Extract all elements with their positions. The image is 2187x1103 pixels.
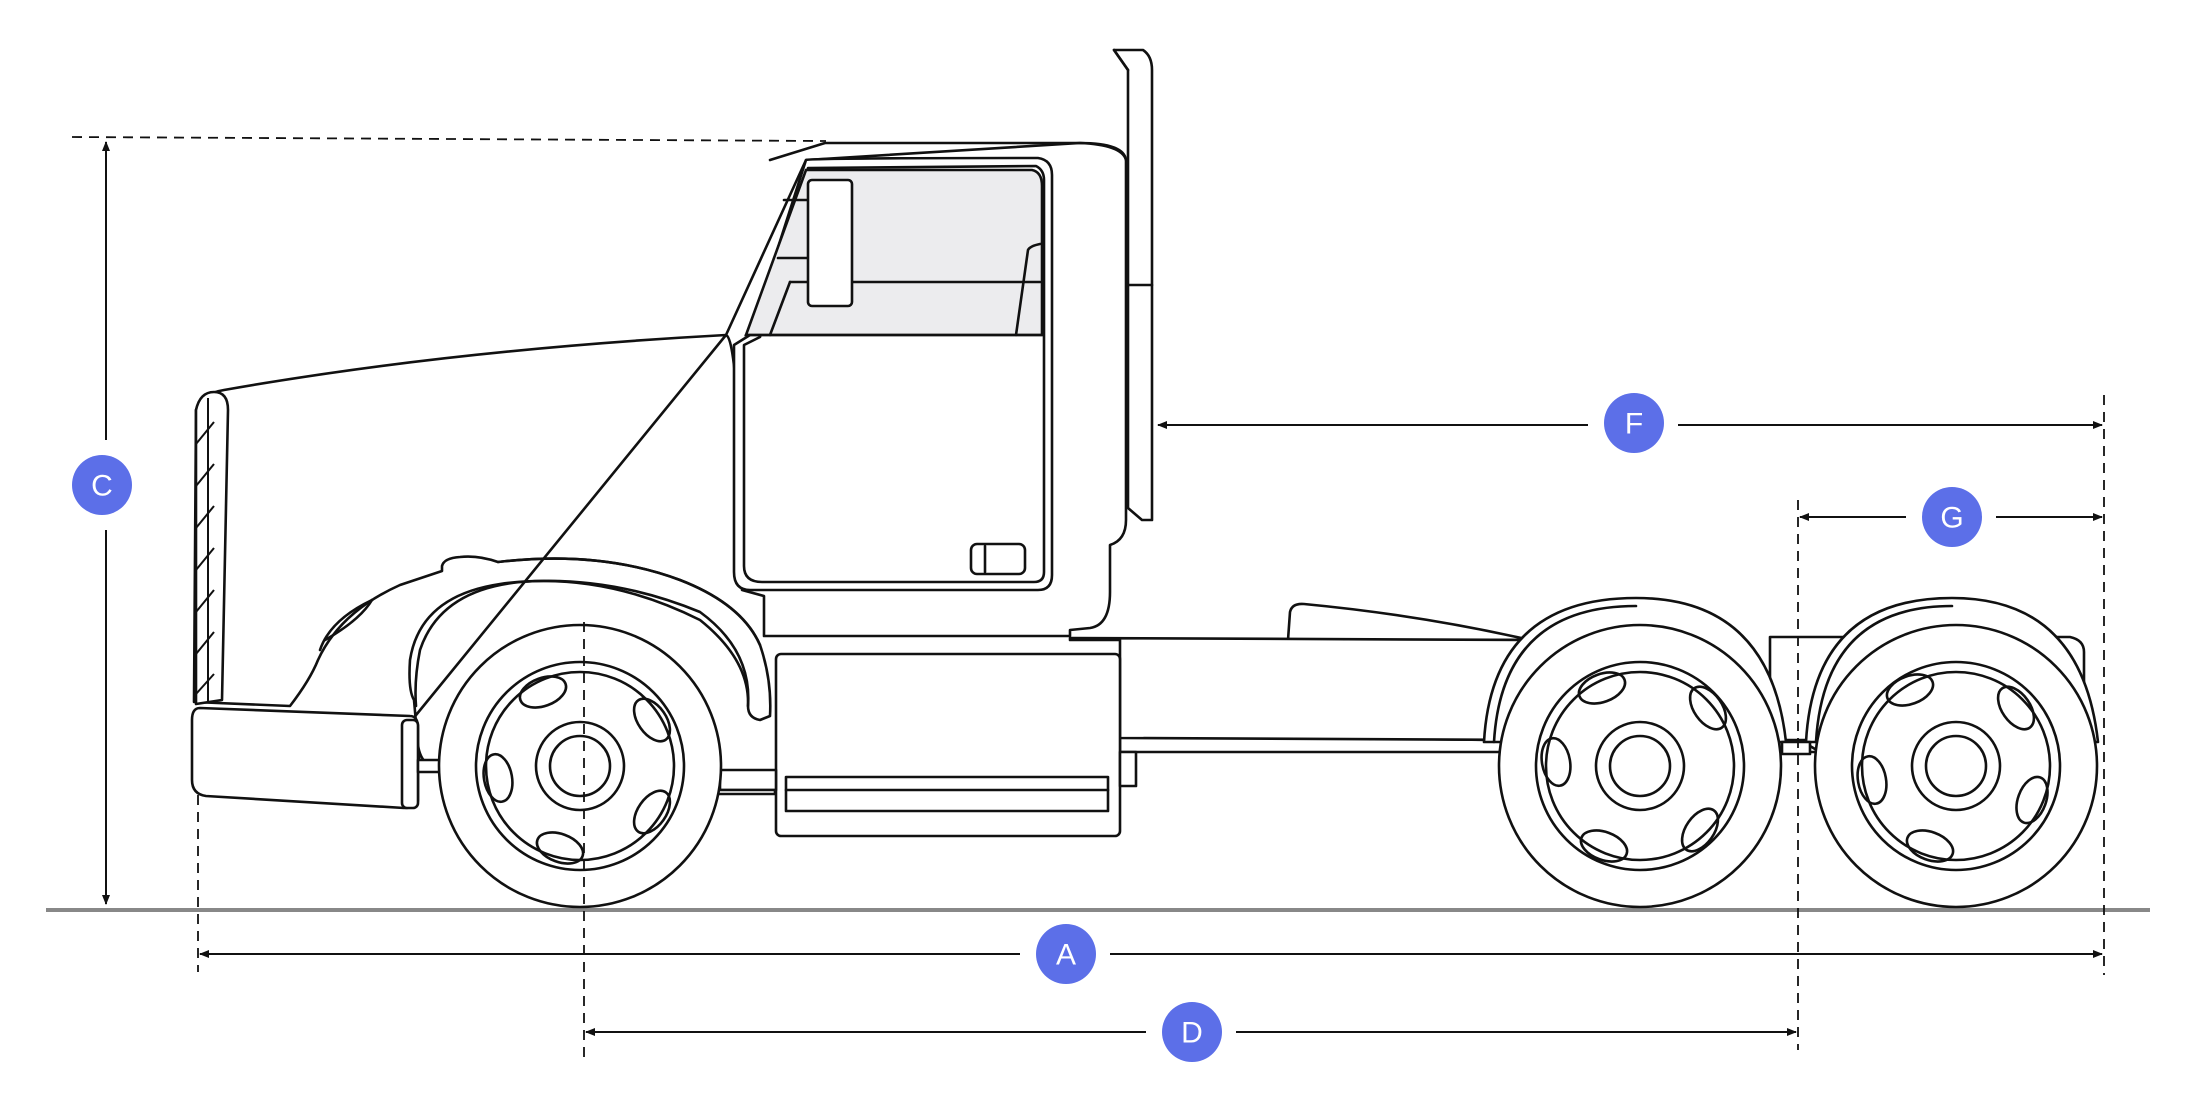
badge-d: D xyxy=(1146,1002,1236,1062)
rear-wheel-2 xyxy=(1813,623,2099,909)
height-top-extension xyxy=(71,136,827,142)
step xyxy=(784,775,1110,813)
badge-c: C xyxy=(72,440,132,530)
truck-drawing xyxy=(190,48,2100,909)
badge-g: G xyxy=(1906,487,1996,547)
deck-plate xyxy=(1286,602,1532,642)
badge-a: A xyxy=(1020,924,1110,984)
rear-wheel-1 xyxy=(1497,623,1783,909)
grille xyxy=(194,390,230,706)
grille-slats xyxy=(195,421,215,695)
side-mirror xyxy=(806,178,854,308)
front-wheel xyxy=(437,623,723,909)
svg-text:G: G xyxy=(1940,502,1963,535)
svg-text:F: F xyxy=(1625,408,1643,441)
svg-text:D: D xyxy=(1181,1017,1203,1050)
door-handle xyxy=(969,542,1027,576)
badge-f: F xyxy=(1588,393,1678,453)
svg-text:C: C xyxy=(91,470,113,503)
front-fender xyxy=(496,557,762,647)
front-bumper xyxy=(190,706,420,810)
svg-text:A: A xyxy=(1056,939,1076,972)
